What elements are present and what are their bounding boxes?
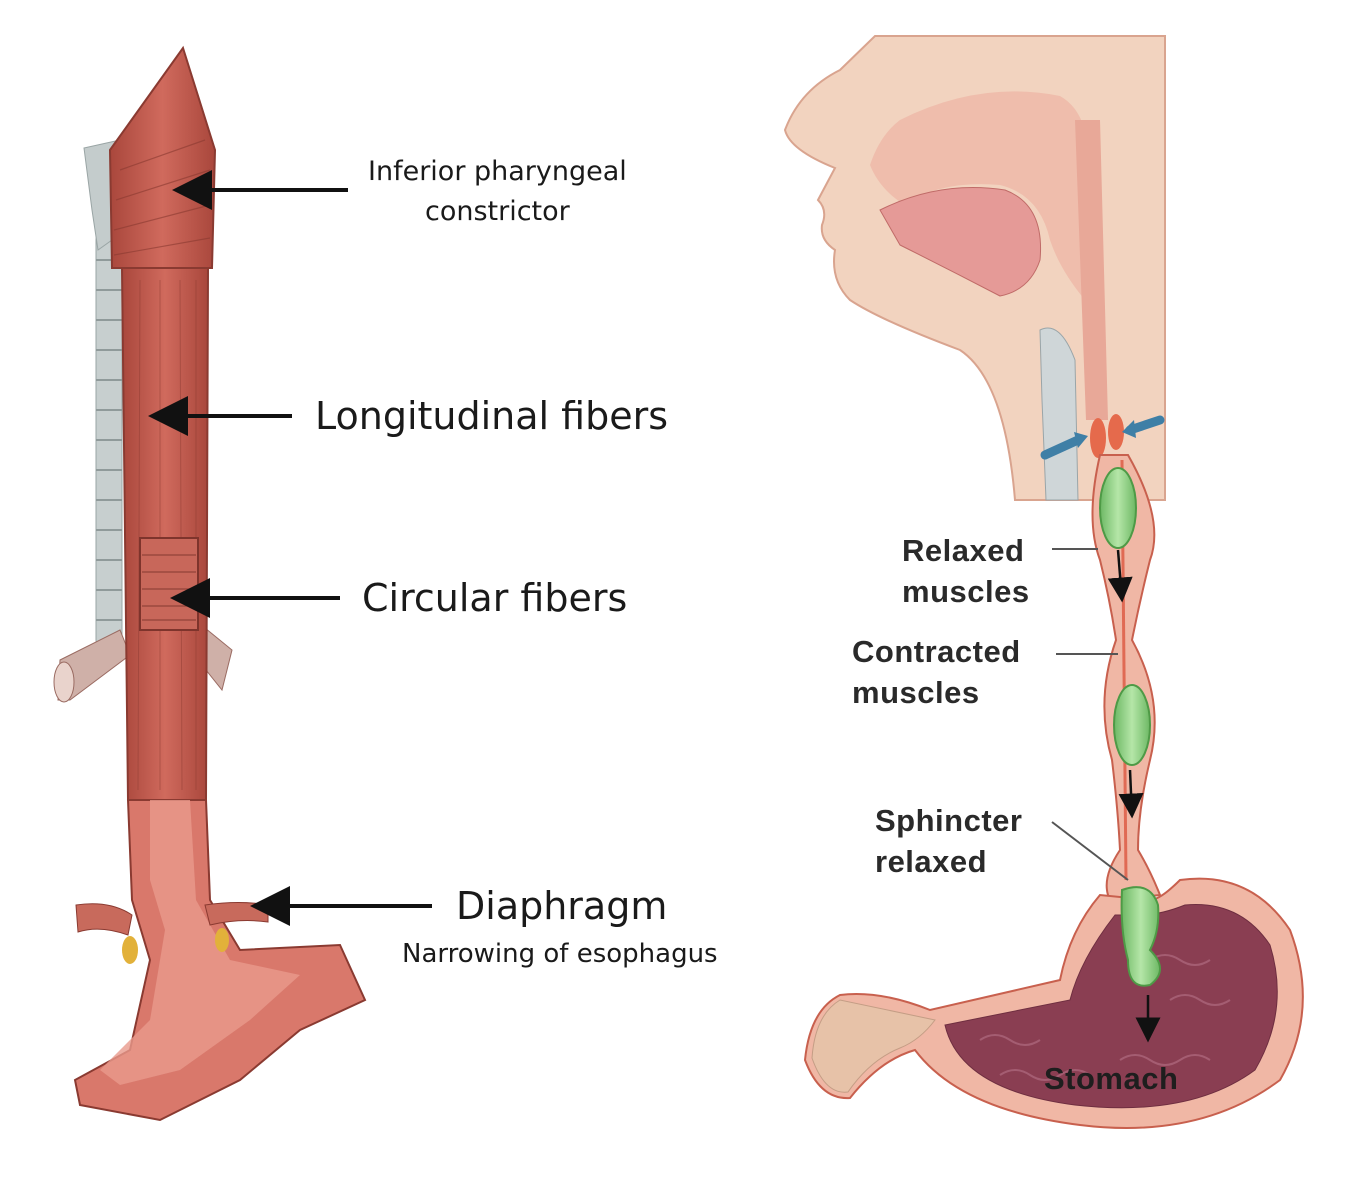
- label-contracted: Contracted muscles: [852, 631, 1021, 713]
- label-pharyngeal-line2: constrictor: [424, 196, 570, 227]
- label-relaxed-line2: muscles: [902, 574, 1030, 609]
- label-longitudinal: Longitudinal fibers: [315, 394, 669, 438]
- bolus-3: [1120, 886, 1161, 987]
- diaphragm-left: [75, 903, 133, 936]
- blue-arrow-left: [1040, 435, 1083, 460]
- label-contracted-line2: muscles: [852, 675, 980, 710]
- label-relaxed-line1: Relaxed: [902, 533, 1025, 568]
- bolus-2: [1113, 684, 1151, 766]
- label-relaxed: Relaxed muscles: [902, 530, 1030, 612]
- esophagus-tube: [120, 267, 210, 801]
- esophagus-peristalsis: [1091, 454, 1162, 902]
- label-sphincter: Sphincter relaxed: [875, 800, 1022, 882]
- label-pharyngeal: Inferior pharyngeal constrictor: [368, 152, 627, 232]
- swallowing-illustration: [783, 35, 1304, 1129]
- stomach-inner: [944, 904, 1278, 1109]
- label-sphincter-line1: Sphincter: [875, 803, 1023, 838]
- bolus-1: [1099, 467, 1137, 549]
- label-circular: Circular fibers: [362, 576, 628, 620]
- blue-arrow-right: [1125, 415, 1165, 435]
- label-narrowing: Narrowing of esophagus: [402, 939, 718, 969]
- trachea-right: [1039, 327, 1079, 501]
- label-diaphragm: Diaphragm: [456, 884, 668, 928]
- pharyngeal-constrictor: [108, 45, 217, 269]
- label-stomach: Stomach: [1044, 1061, 1179, 1096]
- label-contracted-line1: Contracted: [852, 634, 1021, 669]
- circular-fiber-window: [139, 537, 199, 631]
- esophagus-illustration: [53, 45, 367, 1122]
- tongue: [879, 187, 1042, 297]
- left-pointer-arrows: [148, 170, 432, 926]
- label-pharyngeal-line1: Inferior pharyngeal: [368, 156, 627, 187]
- label-sphincter-line2: relaxed: [875, 844, 988, 879]
- leader-sphincter: [1051, 821, 1129, 881]
